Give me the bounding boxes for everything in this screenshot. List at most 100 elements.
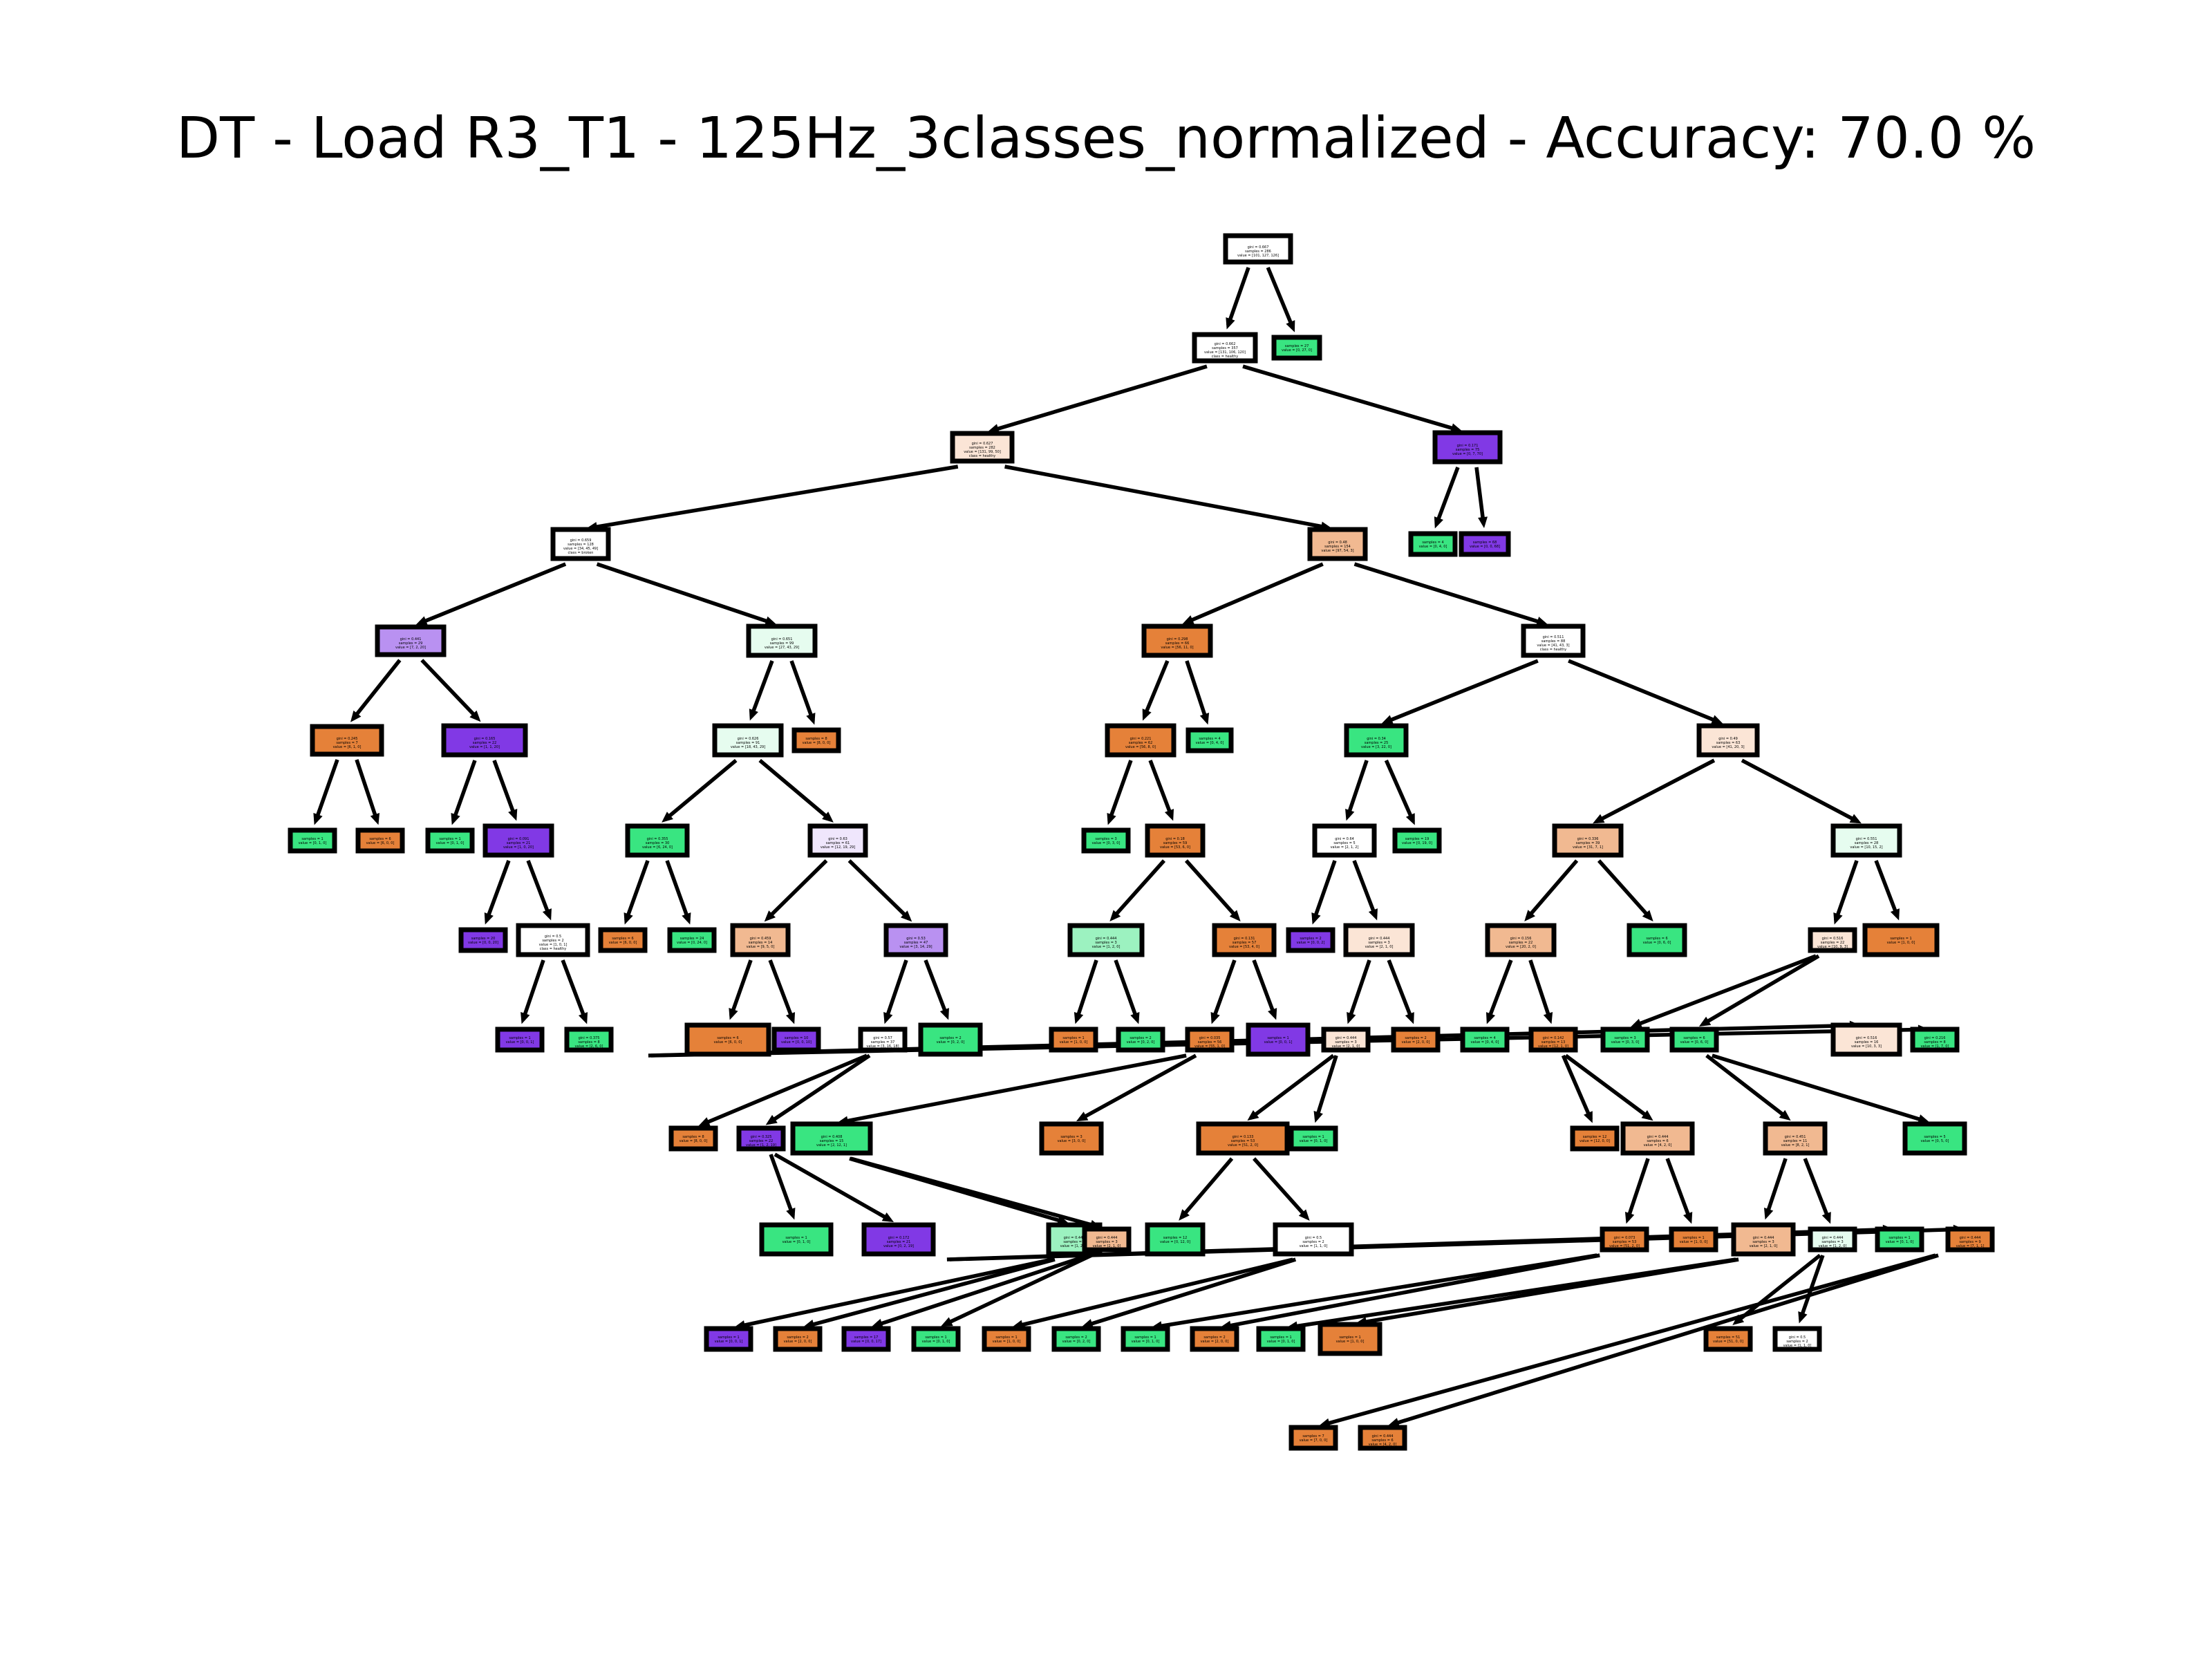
tree-node-label: gini = 0.165	[474, 737, 496, 741]
tree-edge-arrowhead	[1849, 814, 1862, 824]
tree-edge	[1528, 959, 1553, 1021]
tree-edge-arrowhead	[1478, 516, 1488, 529]
tree-node-label: gini = 0.441	[400, 637, 422, 641]
tree-edge-arrowhead	[1405, 1012, 1414, 1024]
tree-node-box	[310, 724, 384, 757]
tree-node-label: samples = 75	[1456, 448, 1480, 452]
tree-node-label: value = [12, 19, 29]	[821, 845, 855, 850]
tree-node-label: samples = 1	[1267, 1036, 1288, 1040]
tree-node-label: samples = 1	[1888, 1236, 1910, 1240]
tree-edge-arrowhead	[1698, 1016, 1712, 1027]
tree-edge-arrowhead	[881, 1212, 894, 1223]
tree-edge-arrowhead	[1732, 1314, 1745, 1326]
tree-edge-arrowhead	[1642, 910, 1653, 922]
tree-edge	[1074, 959, 1098, 1021]
tree-node-label: gini = 0.325	[751, 1135, 772, 1139]
tree-node-label: samples = 2	[1300, 937, 1321, 941]
tree-node-box	[1116, 1027, 1165, 1053]
tree-node-label: value = [31, 7, 1]	[1573, 845, 1603, 850]
tree-edge	[766, 859, 828, 921]
tree-edge	[1314, 1055, 1338, 1120]
tree-node-box	[1432, 430, 1503, 465]
tree-node-label: gini = 0.444	[1064, 1236, 1085, 1240]
tree-node-box	[1223, 233, 1293, 265]
tree-node-label: value = [2, 1, 0]	[1365, 945, 1394, 949]
tree-node-label: samples = 62	[1129, 741, 1153, 745]
tree-edge	[1384, 659, 1539, 724]
tree-node-label: value = [0, 1, 0]	[1267, 1340, 1295, 1344]
tree-node-label: value = [2, 1, 0]	[1332, 1044, 1360, 1049]
tree-edge	[451, 760, 477, 822]
tree-edge	[850, 1156, 1098, 1228]
tree-node-box	[950, 431, 1015, 464]
tree-node-label: gini = 0.444	[1822, 1236, 1844, 1240]
tree-edge	[789, 660, 815, 722]
tree-edge	[420, 659, 480, 720]
tree-edge-arrowhead	[1286, 320, 1295, 332]
tree-node-label: gini = 0.171	[1457, 444, 1479, 448]
tree-node-box	[1600, 1027, 1650, 1053]
tree-node-label: value = [10, 3, 3]	[1851, 1044, 1882, 1049]
tree-node-label: value = [7, 0, 0]	[1300, 1438, 1328, 1443]
tree-node-label: gini = 0.172	[888, 1236, 910, 1240]
tree-node-box	[1049, 1027, 1098, 1053]
tree-edge-arrowhead	[624, 912, 633, 925]
tree-node-label: samples = 1	[1683, 1236, 1704, 1240]
tree-edge-arrowhead	[1074, 1012, 1084, 1024]
tree-edge-arrowhead	[1630, 1018, 1642, 1028]
tree-node-box	[1145, 823, 1206, 858]
tree-node-label: gini = 0.216	[1924, 1036, 1946, 1040]
tree-node-label: value = [56, 8, 0]	[1125, 745, 1156, 749]
tree-node-label: value = [3, 14, 29]	[899, 945, 932, 949]
tree-node-label: samples = 5	[1333, 841, 1355, 845]
tree-node-box	[1051, 1326, 1101, 1352]
tree-node-box	[1256, 1326, 1306, 1352]
tree-edge	[806, 1257, 1056, 1329]
tree-edge	[1384, 759, 1415, 823]
tree-edge-arrowhead	[1918, 1114, 1930, 1124]
tree-edge	[355, 759, 379, 822]
tree-node-label: gini = 0.444	[1335, 1036, 1357, 1040]
tree-node-label: value = [1, 7, 0]	[1921, 1044, 1949, 1049]
tree-node-label: samples = 29	[399, 641, 423, 646]
tree-node-label: samples = 59	[1163, 841, 1188, 845]
tree-node-label: value = [2, 0, 0]	[1201, 1340, 1229, 1344]
tree-edge	[924, 959, 949, 1017]
tree-node-label: samples = 13	[1541, 1040, 1566, 1044]
tree-edge-arrowhead	[1229, 910, 1241, 922]
tree-node-label: value = [0, 0, 2]	[1297, 941, 1325, 945]
tree-edge-arrowhead	[729, 1008, 738, 1020]
tree-node-label: samples = 2	[1065, 1335, 1087, 1340]
tree-node-box	[1192, 332, 1258, 364]
tree-node-label: gini = 0.142	[1543, 1036, 1564, 1040]
tree-node-label: samples = 6	[1647, 1139, 1668, 1143]
tree-node-box	[667, 927, 717, 953]
tree-edge	[1015, 1257, 1293, 1329]
tree-node-label: samples = 2	[939, 1036, 961, 1040]
tree-node-label: value = [0, 27, 0]	[1282, 348, 1312, 353]
tree-node-box	[550, 527, 611, 561]
tree-edge	[1486, 959, 1513, 1021]
tree-node-box	[1067, 923, 1145, 957]
tree-edge	[1834, 860, 1859, 921]
tree-node-label: value = [6, 0, 0]	[366, 841, 395, 845]
tree-node-label: value = [1, 2, 0]	[1060, 1244, 1089, 1248]
tree-node-box	[1408, 531, 1458, 557]
tree-node-label: samples = 88	[1541, 639, 1566, 644]
